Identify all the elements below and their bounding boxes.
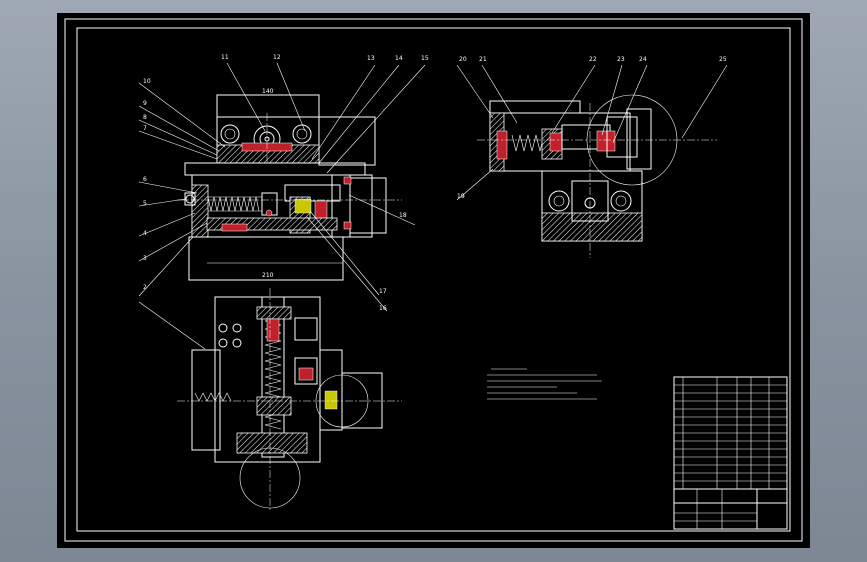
part-label-22: 22: [589, 56, 597, 63]
dimension-bottom-width: 210: [262, 272, 274, 279]
plan-view: [177, 288, 402, 511]
dimension-top-width: 140: [262, 88, 274, 95]
part-label-13: 13: [367, 55, 375, 62]
front-section-view: 140 210: [177, 88, 402, 281]
part-label-3: 3: [143, 255, 147, 262]
inner-frame: [76, 27, 791, 532]
cad-viewport[interactable]: 140 210 11 12 13 14 15 10 9 8 7 6: [57, 13, 810, 548]
part-label-25: 25: [719, 56, 727, 63]
part-label-18: 18: [399, 212, 407, 219]
part-label-20: 20: [459, 56, 467, 63]
part-label-17: 17: [379, 288, 387, 295]
part-label-23: 23: [617, 56, 625, 63]
part-label-14: 14: [395, 55, 403, 62]
technical-notes: [487, 368, 602, 400]
assembly-drawing: 140 210 11 12 13 14 15 10 9 8 7 6: [64, 18, 803, 542]
part-label-8: 8: [143, 114, 147, 121]
part-label-10: 10: [143, 78, 151, 85]
leader-lines-side: [456, 64, 728, 201]
leader-lines: [138, 62, 426, 350]
part-label-7: 7: [143, 125, 147, 132]
part-label-6: 6: [143, 176, 147, 183]
part-label-2: 2: [143, 284, 147, 291]
part-label-15: 15: [421, 55, 429, 62]
part-label-24: 24: [639, 56, 647, 63]
side-section-view: [477, 94, 717, 258]
part-label-11: 11: [221, 54, 229, 61]
outer-frame: [64, 18, 803, 542]
part-label-16: 16: [379, 305, 387, 312]
part-label-9: 9: [143, 100, 147, 107]
part-label-4: 4: [143, 230, 147, 237]
part-labels-front: 11 12 13 14 15 10 9 8 7 6 5 4 3 2 17 16 …: [143, 54, 429, 312]
part-label-5: 5: [143, 200, 147, 207]
part-label-12: 12: [273, 54, 281, 61]
part-labels-side: 20 21 22 23 24 25 19: [457, 56, 727, 200]
part-label-21: 21: [479, 56, 487, 63]
title-block: [673, 376, 788, 530]
part-label-19: 19: [457, 193, 465, 200]
